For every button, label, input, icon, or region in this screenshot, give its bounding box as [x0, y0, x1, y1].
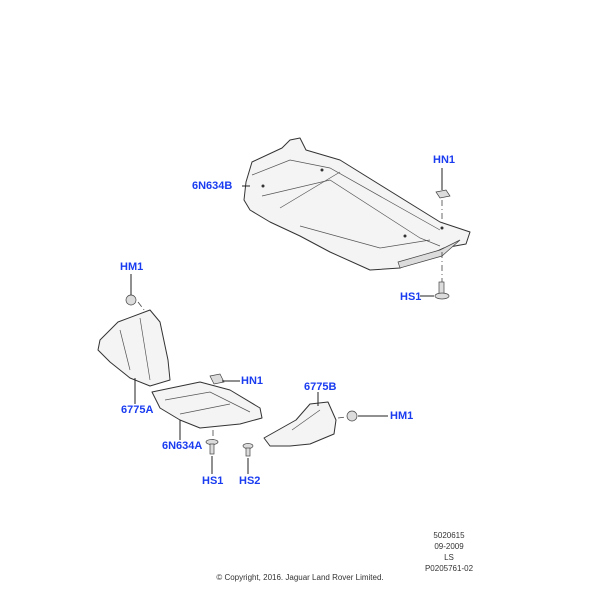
callout-hn1-mid[interactable]: HN1: [241, 375, 264, 387]
screw-hs2: [242, 443, 254, 457]
nut-hn1-top: [435, 189, 451, 199]
info-ref-number: 5020615: [433, 531, 465, 540]
front-skid-plate: [243, 137, 471, 271]
copyright-text: © Copyright, 2016. Jaguar Land Rover Lim…: [216, 573, 384, 582]
callout-hs2[interactable]: HS2: [239, 475, 261, 487]
callout-hm1-right[interactable]: HM1: [390, 410, 414, 422]
callout-6775b[interactable]: 6775B: [304, 381, 337, 393]
rear-skid-plate: [151, 381, 263, 429]
callout-hs1-right[interactable]: HS1: [400, 291, 422, 303]
side-shield-6775b: [263, 401, 337, 447]
callout-hs1-bottom[interactable]: HS1: [202, 475, 224, 487]
info-model: LS: [444, 553, 454, 562]
bolt-hs1-bottom: [205, 439, 219, 455]
callout-6n634a[interactable]: 6N634A: [162, 440, 203, 452]
clip-hm1-right: [346, 410, 358, 422]
nut-hn1-mid: [209, 373, 225, 385]
callout-hn1-top[interactable]: HN1: [433, 154, 456, 166]
info-illustration-id: P0205761-02: [424, 564, 474, 573]
bolt-hs1-right: [434, 281, 450, 300]
clip-hm1-left: [125, 294, 137, 306]
callout-hm1-left[interactable]: HM1: [120, 261, 144, 273]
side-shield-6775a: [97, 309, 171, 387]
info-date: 09-2009: [434, 542, 464, 551]
callout-6n634b[interactable]: 6N634B: [192, 180, 233, 192]
callout-6775a[interactable]: 6775A: [121, 404, 154, 416]
